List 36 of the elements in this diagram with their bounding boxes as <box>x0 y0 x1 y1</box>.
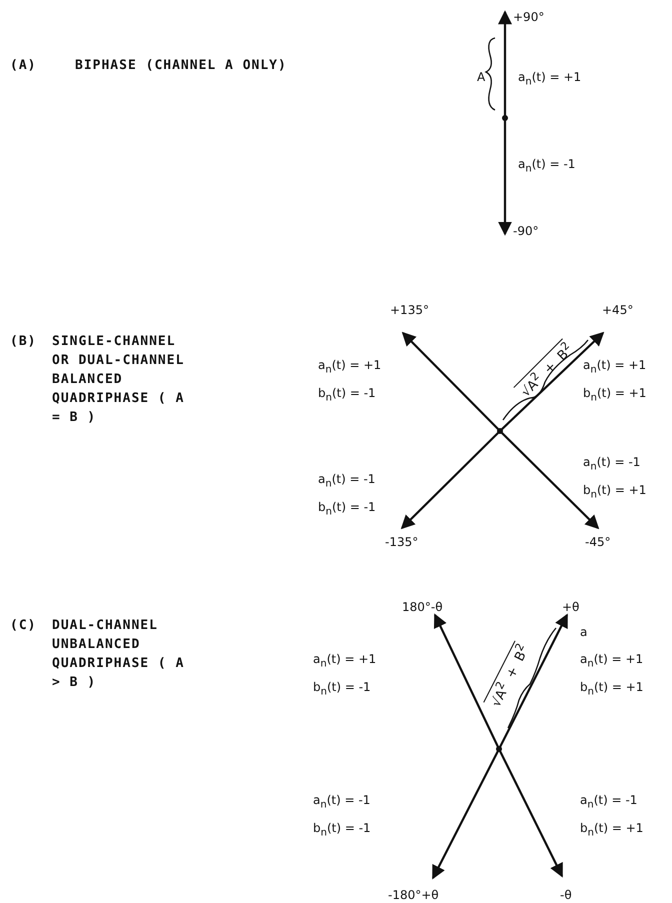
angle-label: +45° <box>602 303 634 317</box>
angle-label: +90° <box>513 10 544 24</box>
angle-label: 180°-θ <box>402 600 443 614</box>
phase-state-label: b$_{n}$(t) = +1 <box>580 821 644 840</box>
angle-label: -135° <box>385 535 418 549</box>
angle-label: -θ <box>560 888 572 902</box>
phase-state-label: b$_{n}$(t) = +1 <box>583 386 646 406</box>
phase-state-label: a$_{n}$(t) = +1 <box>518 70 582 90</box>
phase-state-label: b$_{n}$(t) = +1 <box>583 483 646 502</box>
panel-letter: (A) <box>10 57 36 75</box>
phase-state-label: b$_{n}$(t) = -1 <box>318 500 376 520</box>
phase-state-label: a$_{n}$(t) = +1 <box>580 652 644 672</box>
panel-heading: SINGLE-CHANNEL OR DUAL-CHANNEL BALANCED QUADRIPHASE ( A = B ) <box>52 333 186 427</box>
phase-state-label: a$_{n}$(t) = +1 <box>313 652 376 672</box>
phase-state-label: b$_{n}$(t) = -1 <box>313 680 371 700</box>
angle-label: +θ <box>562 600 580 614</box>
amplitude-label: A <box>477 70 486 84</box>
phase-state-label: b$_{n}$(t) = -1 <box>313 821 371 840</box>
angle-label: -90° <box>513 224 539 238</box>
phase-state-label: a$_{n}$(t) = +1 <box>318 358 382 378</box>
phase-state-label: a$_{n}$(t) = -1 <box>318 472 376 492</box>
panel-heading: BIPHASE (CHANNEL A ONLY) <box>75 57 287 75</box>
panel-heading: DUAL-CHANNEL UNBALANCED QUADRIPHASE ( A > B ) <box>52 617 186 692</box>
phase-state-label: a$_{n}$(t) = +1 <box>583 358 646 378</box>
phase-state-label: b$_{n}$(t) = -1 <box>318 386 376 406</box>
panel-letter: (C) <box>10 617 36 635</box>
angle-label: -180°+θ <box>388 888 439 902</box>
phase-state-label: a$_{n}$(t) = -1 <box>580 793 638 812</box>
phase-state-label: b$_{n}$(t) = +1 <box>580 680 644 700</box>
phase-state-label: a$_{n}$(t) = -1 <box>518 157 576 176</box>
phase-state-label: a$_{n}$(t) = -1 <box>583 455 640 474</box>
panel-letter: (B) <box>10 333 36 351</box>
amplitude-label: a <box>580 625 588 639</box>
angle-label: +135° <box>390 303 429 317</box>
angle-label: -45° <box>585 535 611 549</box>
phase-state-label: a$_{n}$(t) = -1 <box>313 793 370 812</box>
